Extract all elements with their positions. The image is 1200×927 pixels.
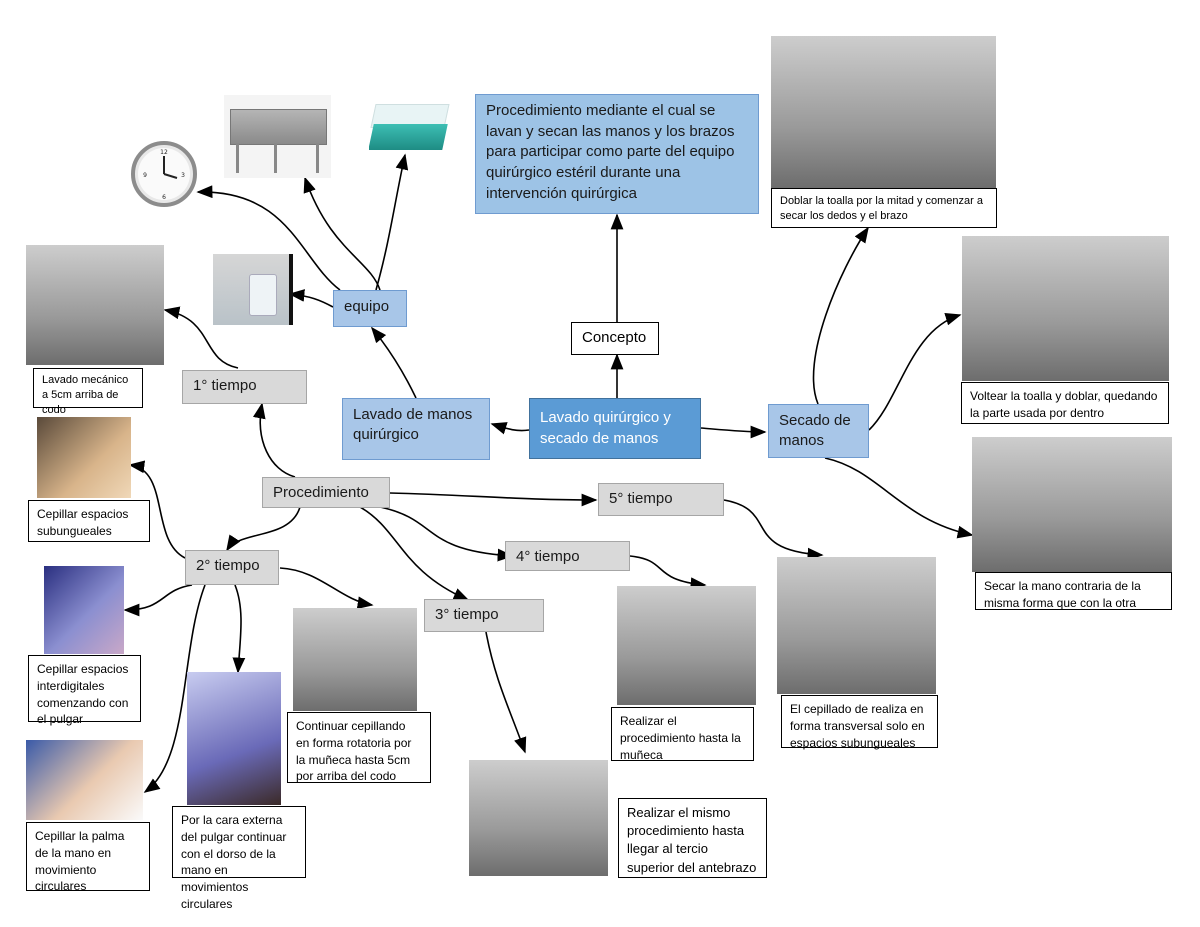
note-rotatoria: Continuar cepillando en forma rotatoria …: [287, 712, 431, 783]
note-subungueales-text: Cepillar espacios subungueales: [37, 507, 129, 538]
note-lavado-mecanico: Lavado mecánico a 5cm arriba de codo: [33, 368, 143, 416]
note-muneca: Realizar el procedimiento hasta la muñec…: [611, 707, 754, 762]
lavado-mecanico-photo: [26, 245, 164, 365]
edge-proc-t2: [226, 506, 301, 552]
secar-photo: [972, 437, 1172, 572]
edge-central-lavado: [490, 422, 530, 435]
edge-proc-t1: [252, 402, 296, 478]
note-transversal: El cepillado de realiza en forma transve…: [781, 695, 938, 750]
edge-proc-t3: [359, 506, 470, 601]
edge-t2-interd: [123, 584, 193, 617]
tiempo-3-label: 3° tiempo: [435, 606, 499, 623]
muneca-photo: [617, 586, 756, 705]
procedimiento-label: Procedimiento: [273, 484, 369, 501]
tiempo-1-node[interactable]: 1° tiempo: [182, 370, 307, 404]
subungueales-photo: [37, 417, 131, 498]
edge-proc-t4: [379, 506, 514, 562]
edge-secado-secar: [824, 457, 974, 539]
transversal-photo: [777, 557, 936, 694]
note-muneca-text: Realizar el procedimiento hasta la muñec…: [620, 714, 741, 762]
soap-dispenser-image: [213, 254, 293, 325]
edge-equipo-dispenser: [288, 289, 334, 308]
note-subungueales: Cepillar espacios subungueales: [28, 500, 150, 542]
note-doblar-text: Doblar la toalla por la mitad y comenzar…: [780, 195, 983, 223]
note-rotatoria-text: Continuar cepillando en forma rotatoria …: [296, 719, 412, 784]
edge-secado-doblar: [812, 226, 869, 405]
edge-t4-mun: [629, 555, 707, 591]
edge-secado-voltear: [868, 313, 962, 431]
note-antebrazo-text: Realizar el mismo procedimiento hasta ll…: [627, 805, 757, 875]
note-dorso-text: Por la cara externa del pulgar continuar…: [181, 813, 287, 911]
central-node[interactable]: Lavado quirúrgico y secado de manos: [529, 398, 701, 459]
equipo-node[interactable]: equipo: [333, 290, 407, 327]
central-label: Lavado quirúrgico y secado de manos: [540, 409, 671, 447]
tiempo-3-node[interactable]: 3° tiempo: [424, 599, 544, 632]
voltear-photo: [962, 236, 1169, 381]
concepto-definition-text: Procedimiento mediante el cual se lavan …: [486, 102, 735, 202]
palma-photo: [26, 740, 143, 820]
dorso-photo: [187, 672, 281, 805]
tiempo-2-label: 2° tiempo: [196, 557, 260, 574]
secado-label: Secado de manos: [779, 412, 851, 450]
edge-t3-ante: [485, 631, 527, 754]
note-secar-contraria: Secar la mano contraria de la misma form…: [975, 572, 1172, 610]
note-secar-contraria-text: Secar la mano contraria de la misma form…: [984, 579, 1141, 610]
tiempo-2-node[interactable]: 2° tiempo: [185, 550, 279, 585]
note-interdigitales: Cepillar espacios interdigitales comenza…: [28, 655, 141, 726]
note-palma: Cepillar la palma de la mano en movimien…: [26, 822, 150, 894]
scrub-sink-image: [224, 95, 331, 178]
lavado-label: Lavado de manos quirúrgico: [353, 406, 473, 444]
edge-t2-rot: [279, 567, 374, 610]
concepto-node[interactable]: Concepto: [571, 322, 659, 355]
secado-node[interactable]: Secado de manos: [768, 404, 869, 458]
note-transversal-text: El cepillado de realiza en forma transve…: [790, 702, 925, 750]
note-palma-text: Cepillar la palma de la mano en movimien…: [35, 829, 125, 894]
edge-t5-trans: [723, 499, 824, 561]
edge-equipo-brush: [375, 153, 409, 291]
note-antebrazo: Realizar el mismo procedimiento hasta ll…: [618, 798, 767, 878]
interdigitales-photo: [44, 566, 124, 654]
note-voltear: Voltear la toalla y doblar, quedando la …: [961, 382, 1169, 424]
edge-lavado-equipo: [370, 326, 417, 399]
doblar-photo: [771, 36, 996, 188]
note-doblar: Doblar la toalla por la mitad y comenzar…: [771, 188, 997, 228]
antebrazo-photo: [469, 760, 608, 876]
note-lavado-mecanico-text: Lavado mecánico a 5cm arriba de codo: [42, 374, 129, 416]
tiempo-4-node[interactable]: 4° tiempo: [505, 541, 630, 571]
svg-text:3: 3: [181, 172, 185, 179]
svg-text:6: 6: [162, 194, 166, 201]
svg-text:12: 12: [160, 149, 168, 156]
lavado-node[interactable]: Lavado de manos quirúrgico: [342, 398, 490, 460]
tiempo-5-node[interactable]: 5° tiempo: [598, 483, 724, 516]
procedimiento-node[interactable]: Procedimiento: [262, 477, 390, 508]
note-interdigitales-text: Cepillar espacios interdigitales comenza…: [37, 662, 129, 727]
edge-equipo-sink: [303, 176, 381, 291]
note-dorso: Por la cara externa del pulgar continuar…: [172, 806, 306, 911]
equipo-label: equipo: [344, 298, 390, 315]
rotatoria-photo: [293, 608, 417, 711]
scrub-brush-image: [369, 96, 451, 158]
svg-text:9: 9: [143, 172, 147, 179]
tiempo-5-label: 5° tiempo: [609, 490, 673, 507]
edge-central-secado: [700, 425, 767, 439]
concepto-label: Concepto: [582, 329, 647, 346]
clock-image: 12 3 6 9: [131, 140, 197, 208]
note-voltear-text: Voltear la toalla y doblar, quedando la …: [970, 389, 1158, 420]
tiempo-4-label: 4° tiempo: [516, 548, 580, 565]
concepto-definition: Procedimiento mediante el cual se lavan …: [475, 94, 759, 214]
edge-t2-dorso: [232, 584, 246, 674]
edge-proc-t5: [389, 492, 598, 507]
tiempo-1-label: 1° tiempo: [193, 377, 257, 394]
